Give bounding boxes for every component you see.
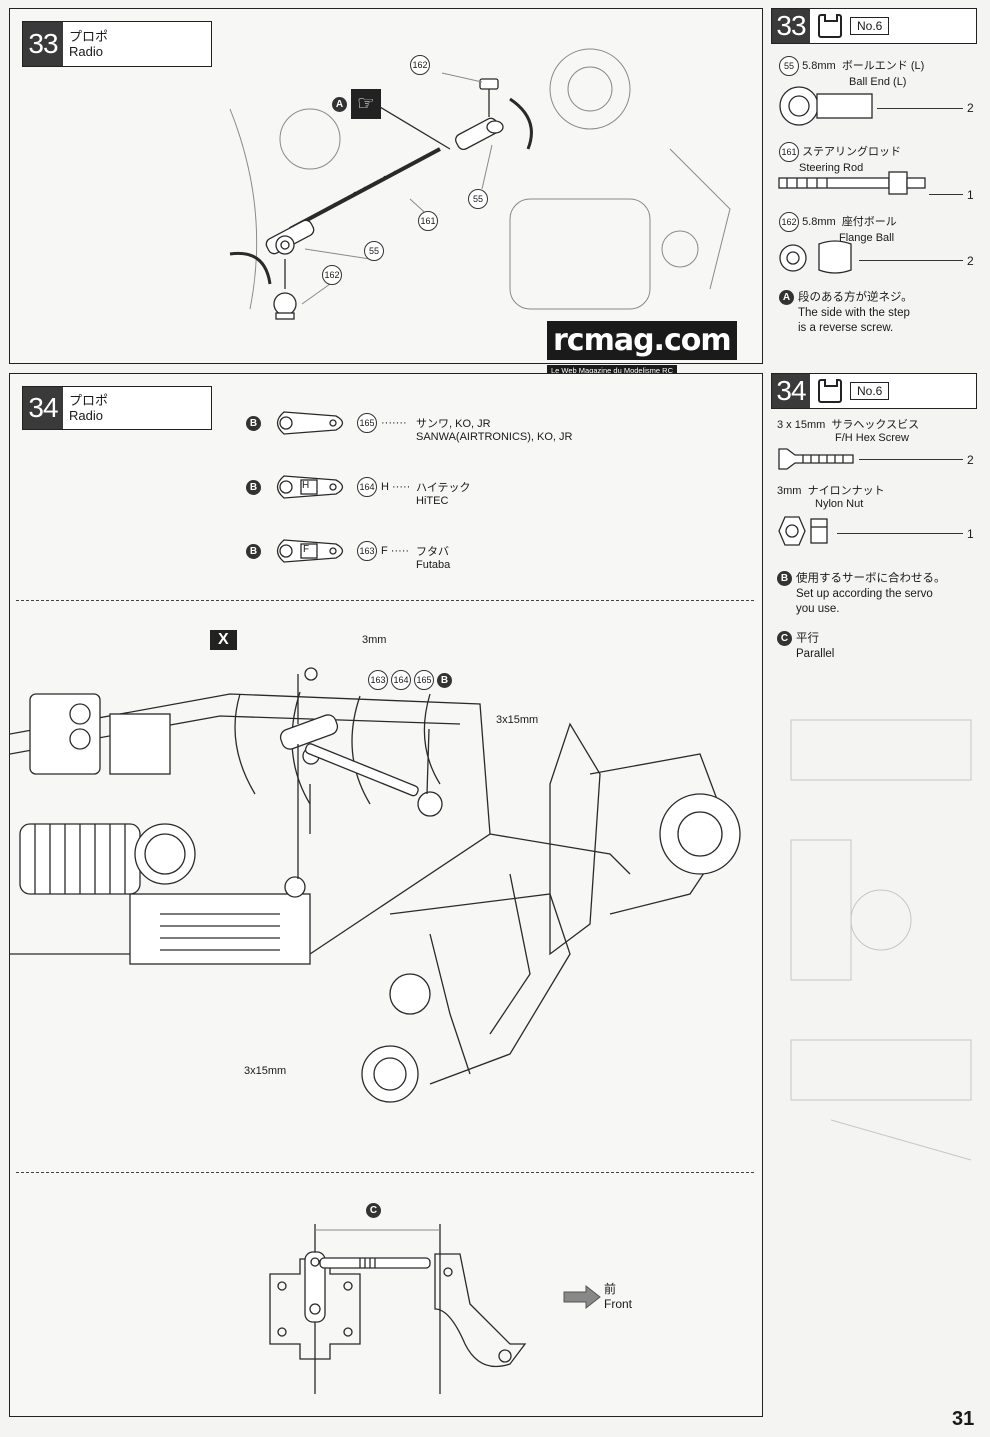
label-162-upper: 162 — [410, 55, 430, 75]
part-fh-hex-screw-qty: 2 — [967, 453, 974, 467]
part-nylon-nut-label: 3mm ナイロンナット Nylon Nut — [777, 485, 885, 510]
rotation-arrow-lower-icon — [229, 251, 272, 285]
step34-header: 34 プロポ Radio — [22, 386, 212, 430]
ball-end-lower — [265, 219, 315, 255]
front-direction-label: 前 Front — [604, 1282, 633, 1311]
ball-end-upper — [455, 117, 504, 150]
label-162-lower: 162 — [322, 265, 342, 285]
flange-ball-part-icon — [779, 240, 852, 274]
step33-side-number: 33 — [772, 9, 810, 43]
horn-option-165: B 165 ······· — [246, 410, 407, 436]
horn-163-brand: フタバ Futaba — [416, 546, 451, 571]
parallel-marker: C — [366, 1202, 385, 1220]
step33-title-jp: プロポ — [69, 29, 109, 44]
ball-end-part-icon — [779, 86, 873, 126]
part-162-qty: 2 — [967, 254, 974, 268]
step33-bag-header: 33 No.6 — [771, 8, 977, 44]
step33-parts-panel: 33 No.6 55 5.8mm ボールエンド (L) Ball End (L)… — [771, 8, 981, 364]
part-55-label: 55 5.8mm ボールエンド (L) Ball End (L) — [779, 56, 924, 89]
chassis-assembly-diagram — [10, 667, 741, 1103]
step34-number: 34 — [23, 387, 63, 429]
screw-3x15-right-label: 3x15mm — [496, 714, 539, 726]
horn-h-mark: H — [302, 480, 310, 491]
part-161-label: 161 ステアリングロッド Steering Rod — [779, 142, 901, 175]
part-nylon-nut-qty: 1 — [967, 527, 974, 541]
step33-number: 33 — [23, 22, 63, 66]
step34-parts-panel: 34 No.6 3 x 15mm サラヘックスビス F/H Hex Screw … — [771, 373, 981, 673]
rcmag-watermark-logo: rcmag.com — [547, 321, 737, 360]
fh-hex-screw-part-icon — [778, 448, 854, 470]
section-divider-2 — [16, 1172, 754, 1173]
x-marker: X — [210, 630, 237, 650]
step34-bag-header: 34 No.6 — [771, 373, 977, 409]
step34-title-jp: プロポ — [69, 393, 109, 408]
horn-reference-labels: 163 164 165 B — [368, 670, 456, 690]
flange-ball-lower — [273, 259, 297, 320]
servo-drawing — [129, 876, 311, 965]
label-55-lower: 55 — [364, 241, 384, 261]
part-fh-hex-screw-label: 3 x 15mm サラヘックスビス F/H Hex Screw — [777, 419, 920, 444]
background-bleed-art — [790, 719, 972, 1161]
horn-165-brand: サンワ, KO, JR SANWA(AIRTRONICS), KO, JR — [416, 418, 573, 443]
flange-ball-upper — [479, 78, 499, 117]
parts-bag-icon — [818, 14, 842, 38]
parallel-linkage-diagram — [269, 1224, 527, 1394]
step33-header: 33 プロポ Radio — [22, 21, 212, 67]
servo-horn-f-icon — [276, 539, 344, 563]
horn-164-brand: ハイテック HiTEC — [416, 482, 471, 507]
horn-option-163: B F 163 F ····· — [246, 538, 409, 564]
motor-drawing — [19, 823, 196, 895]
label-55-upper: 55 — [468, 189, 488, 209]
step34-panel: 34 プロポ Radio B 165 ······· サンワ, KO, JR S… — [9, 373, 763, 1417]
step34-bag-label: No.6 — [850, 382, 890, 400]
page-number: 31 — [952, 1408, 975, 1430]
rcmag-tagline: Le Web Magazine du Modelisme RC — [547, 365, 678, 376]
section-divider-1 — [16, 600, 754, 601]
step33-background-art — [229, 48, 731, 310]
part-55-qty: 2 — [967, 101, 974, 115]
label-161: 161 — [418, 211, 438, 231]
horn-f-mark: F — [303, 544, 310, 555]
step34-side-number: 34 — [772, 374, 810, 408]
nut-3mm-label: 3mm — [362, 634, 387, 646]
step33-panel: 33 プロポ Radio — [9, 8, 763, 376]
rcmag-logo-text: rcmag.com — [547, 321, 737, 360]
parts-bag-icon — [818, 379, 842, 403]
front-suspension-drawing — [361, 722, 741, 1103]
horn-option-164: B H 164 H ····· — [246, 474, 410, 500]
steering-rod-assembly-diagram — [229, 72, 533, 320]
hand-pointer-icon: ☞ — [351, 89, 381, 119]
part-162-label: 162 5.8mm 座付ボール Flange Ball — [779, 212, 897, 245]
servo-horn-icon — [276, 411, 344, 435]
note-a-marker: A ☞ — [332, 89, 381, 119]
step33-bag-label: No.6 — [850, 17, 890, 35]
part-161-qty: 1 — [967, 188, 974, 202]
step34-title-en: Radio — [69, 408, 103, 423]
screw-3x15-bottom-label: 3x15mm — [244, 1065, 287, 1077]
steering-rod-part-icon — [778, 171, 926, 195]
servo-horn-h-icon — [276, 475, 344, 499]
step33-title-en: Radio — [69, 44, 103, 59]
front-direction-arrow-icon — [563, 1284, 601, 1310]
steering-rod-drawing — [289, 147, 441, 231]
rotation-arrow-upper-icon — [509, 97, 533, 150]
nylon-nut-part-icon — [778, 516, 828, 546]
